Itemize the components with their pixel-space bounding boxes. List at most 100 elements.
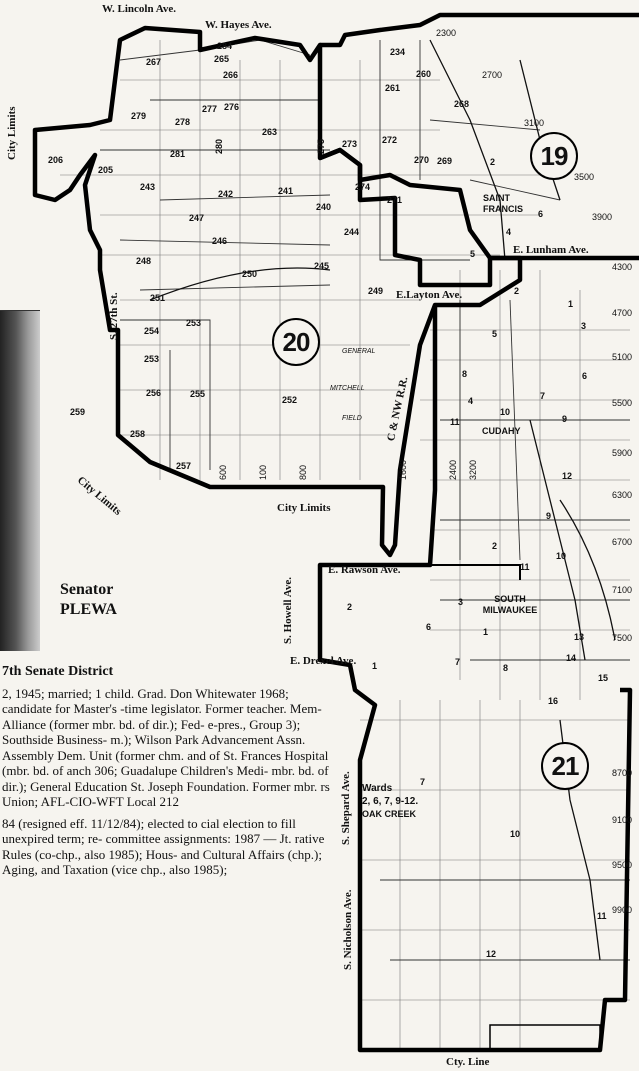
ward-number: 1 bbox=[483, 627, 489, 637]
grid-number: 600 bbox=[218, 464, 228, 480]
street-label-w-lincoln: W. Lincoln Ave. bbox=[102, 3, 176, 15]
ward-number: 12 bbox=[562, 471, 573, 481]
ward-number: 14 bbox=[566, 653, 577, 663]
ward-number: 251 bbox=[150, 293, 166, 303]
district-19-boundary bbox=[319, 12, 639, 260]
ward-number: 247 bbox=[189, 213, 205, 223]
ward-number: 234 bbox=[390, 47, 406, 57]
grid-number: 2700 bbox=[482, 70, 503, 80]
ward-number: 3 bbox=[581, 321, 587, 331]
grid-number: 7100 bbox=[612, 585, 633, 595]
grid-number: 9900 bbox=[612, 905, 633, 915]
bio-heading: 7th Senate District bbox=[2, 664, 114, 679]
street-label-e-rawson: E. Rawson Ave. bbox=[328, 564, 401, 576]
grid-number: 2400 bbox=[448, 459, 458, 480]
grid-number: 100 bbox=[258, 464, 268, 480]
place-mitchell: MITCHELL bbox=[330, 385, 365, 392]
ward-number: 253 bbox=[186, 318, 202, 328]
grid-number: 800 bbox=[298, 464, 308, 480]
ward-number: 11 bbox=[520, 562, 530, 572]
street-label-e-layton: E.Layton Ave. bbox=[396, 289, 463, 301]
rail-and-creeks bbox=[149, 39, 616, 961]
grid-number: 2300 bbox=[436, 28, 457, 38]
ward-number: 7 bbox=[420, 777, 426, 787]
ward-number: 257 bbox=[176, 461, 192, 471]
grid-number: 3200 bbox=[468, 459, 478, 480]
grid-number: 8700 bbox=[612, 768, 633, 778]
ward-number: 258 bbox=[130, 429, 146, 439]
street-label-s-nicholson: S. Nicholson Ave. bbox=[342, 889, 354, 970]
place-general: GENERAL bbox=[342, 348, 376, 355]
ward-number: 240 bbox=[316, 202, 332, 212]
ward-number: 11 bbox=[597, 911, 607, 921]
ward-number: 1 bbox=[568, 299, 574, 309]
ward-number: 1 bbox=[372, 661, 378, 671]
ward-number: 5 bbox=[470, 249, 476, 259]
ward-number: 252 bbox=[282, 395, 298, 405]
grid-number: 1600 bbox=[398, 459, 408, 480]
ward-number: 274 bbox=[355, 182, 371, 192]
district-20-boundary bbox=[32, 25, 523, 558]
ward-number: 248 bbox=[136, 256, 152, 266]
ward-number: 272 bbox=[382, 135, 398, 145]
place-field: FIELD bbox=[342, 415, 362, 422]
ward-number: 276 bbox=[224, 102, 240, 112]
ward-number: 9 bbox=[546, 511, 552, 521]
grid-number: 6300 bbox=[612, 490, 633, 500]
ward-number: 242 bbox=[218, 189, 234, 199]
ward-number: 5 bbox=[492, 329, 498, 339]
ward-number: 268 bbox=[454, 99, 470, 109]
ward-number: 253 bbox=[144, 354, 160, 364]
street-label-s-27th: S. 27th St. bbox=[108, 292, 120, 340]
ward-number: 8 bbox=[462, 369, 468, 379]
ward-number: 256 bbox=[146, 388, 162, 398]
grid-number: 4300 bbox=[612, 262, 633, 272]
wards-legend-place: OAK CREEK bbox=[362, 809, 417, 819]
grid-number: 6700 bbox=[612, 537, 633, 547]
place-cudahy: CUDAHY bbox=[482, 426, 521, 436]
city-limits-bottom-label: City Limits bbox=[277, 502, 331, 514]
ward-number: 249 bbox=[368, 286, 384, 296]
senator-photo bbox=[0, 310, 40, 651]
ward-number: 263 bbox=[262, 127, 278, 137]
ward-number: 3 bbox=[458, 597, 464, 607]
senator-title: Senator bbox=[60, 581, 114, 598]
ward-number: 277 bbox=[202, 104, 218, 114]
ward-number: 15 bbox=[598, 673, 609, 683]
ward-number: 13 bbox=[574, 632, 585, 642]
ward-number: 10 bbox=[500, 407, 511, 417]
ward-number: 206 bbox=[48, 155, 64, 165]
place-south-milwaukee: SOUTH MILWAUKEE bbox=[482, 594, 538, 615]
ward-number: 9 bbox=[562, 414, 568, 424]
senator-name: PLEWA bbox=[60, 601, 117, 618]
ward-number: 7 bbox=[540, 391, 546, 401]
ward-number: 4 bbox=[468, 396, 474, 406]
ward-number: 246 bbox=[212, 236, 228, 246]
ward-number: 2 bbox=[490, 157, 496, 167]
ward-number: 271 bbox=[387, 195, 403, 205]
district-21-boundary bbox=[317, 305, 633, 1053]
ward-number: 244 bbox=[344, 227, 360, 237]
grid-number: 5900 bbox=[612, 448, 633, 458]
ward-number: 16 bbox=[548, 696, 559, 706]
ward-number: 6 bbox=[582, 371, 588, 381]
grid-number: 7500 bbox=[612, 633, 633, 643]
wards-legend: Wards 2, 6, 7, 9-12. OAK CREEK bbox=[362, 782, 418, 821]
ward-number: 243 bbox=[140, 182, 156, 192]
ward-number: 269 bbox=[437, 156, 453, 166]
street-label-s-howell: S. Howell Ave. bbox=[282, 576, 294, 644]
ward-number: 273 bbox=[342, 139, 358, 149]
ward-number: 205 bbox=[98, 165, 114, 175]
wards-legend-title: Wards bbox=[362, 783, 393, 794]
ward-number: 4 bbox=[506, 227, 512, 237]
ward-number: 250 bbox=[242, 269, 258, 279]
ward-number: 6 bbox=[538, 209, 544, 219]
ward-number: 7 bbox=[455, 657, 461, 667]
ward-number: 261 bbox=[385, 83, 401, 93]
street-label-e-drexel: E. Drexel Ave. bbox=[290, 655, 357, 667]
ward-number: 10 bbox=[510, 829, 521, 839]
grid-number: 3100 bbox=[524, 118, 545, 128]
grid-number: 4700 bbox=[612, 308, 633, 318]
grid-number: 5500 bbox=[612, 398, 633, 408]
district-21-badge: 21 bbox=[541, 742, 589, 790]
